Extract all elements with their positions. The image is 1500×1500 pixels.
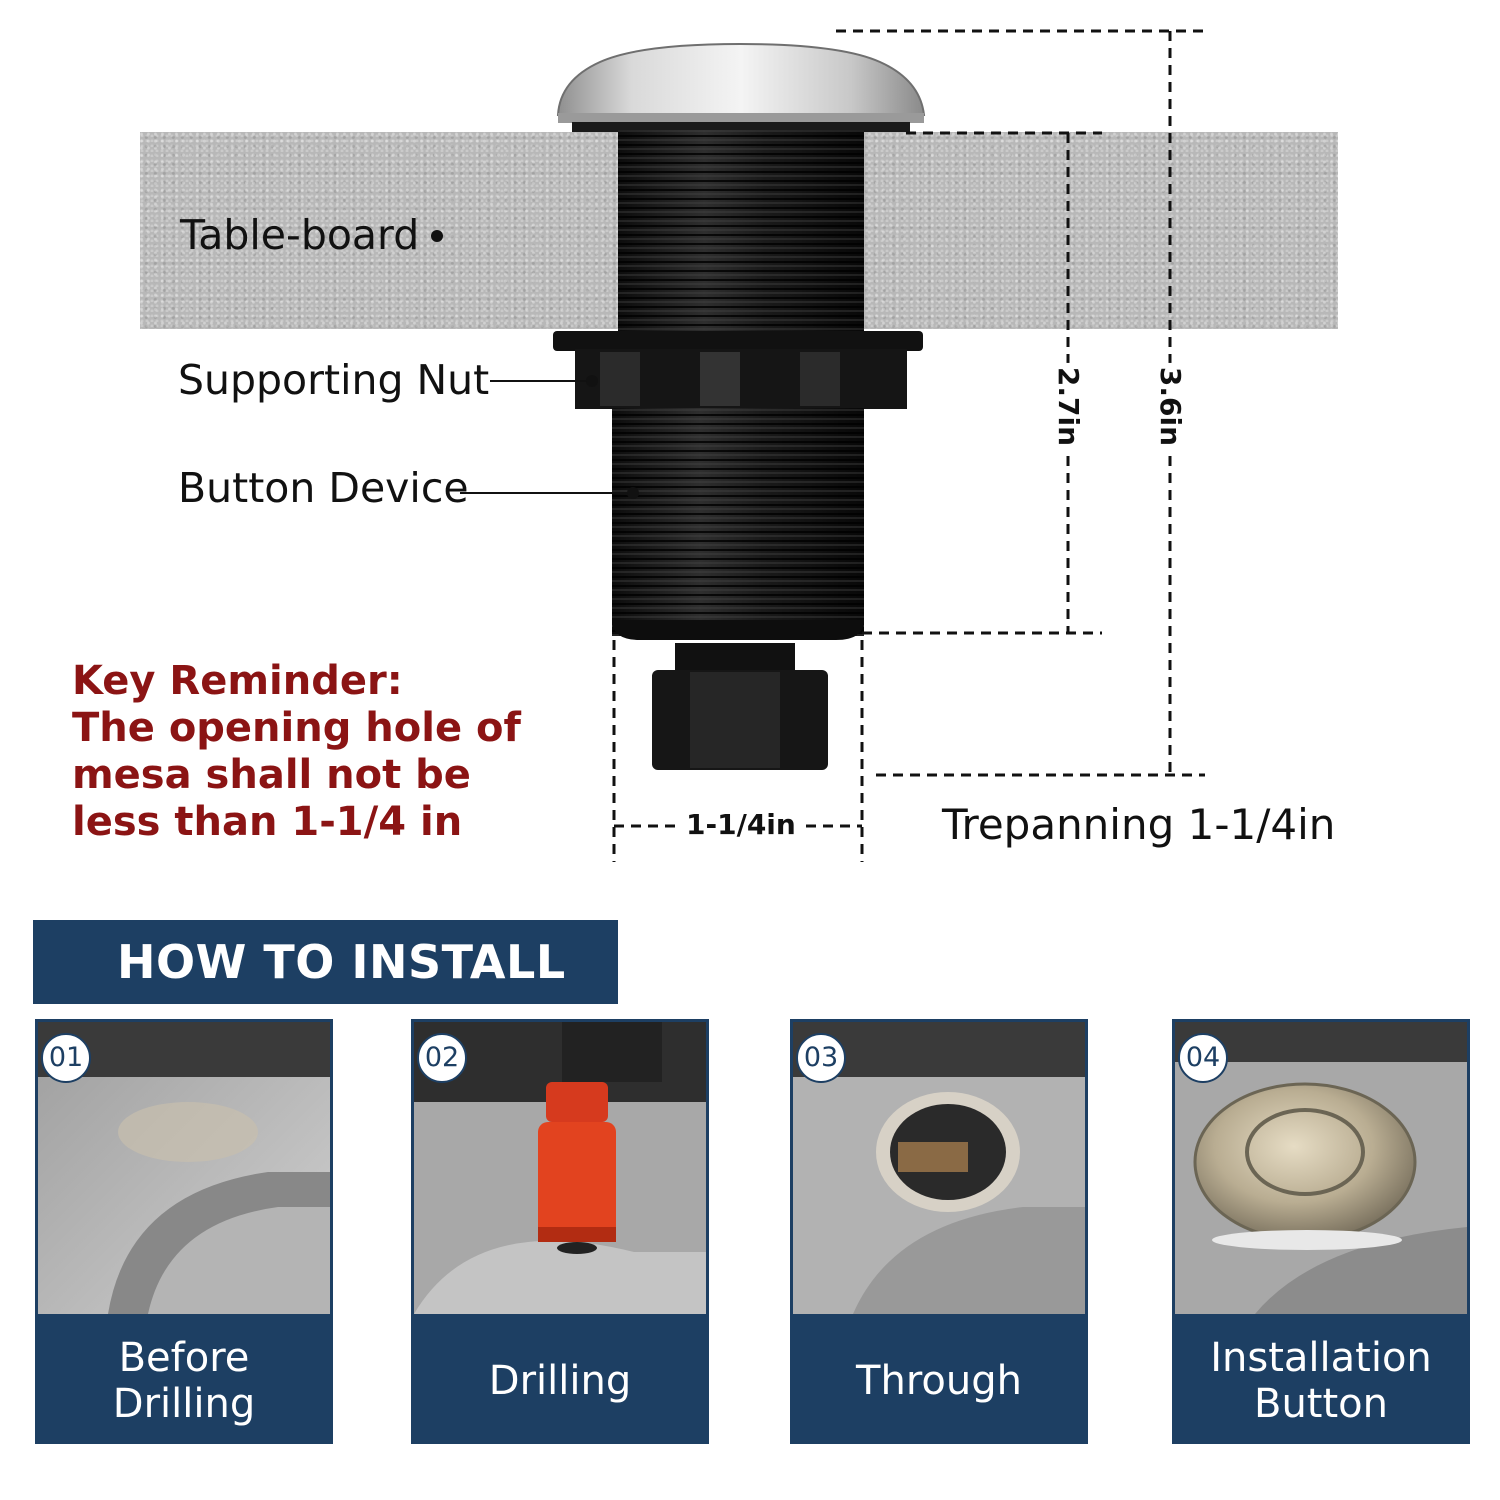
dimension-lines	[612, 29, 1205, 862]
dimension-diameter: 1-1/4in	[680, 808, 802, 841]
button-device-leader	[460, 492, 630, 494]
threaded-shaft-lower	[612, 408, 864, 640]
step-4-caption-line-2: Button	[1254, 1380, 1388, 1427]
step-1-number: 01	[41, 1033, 91, 1083]
reminder-line-3: mesa shall not be	[72, 752, 471, 798]
step-2-caption-line-1: Drilling	[488, 1357, 632, 1404]
step-1-caption-line-1: Before	[118, 1334, 250, 1381]
step-4-number: 04	[1178, 1033, 1228, 1083]
step-card-2: 02 Drilling	[411, 1019, 709, 1444]
chrome-cap	[556, 42, 926, 132]
bottom-fitting	[652, 643, 828, 770]
table-board-label: Table-board	[180, 211, 420, 259]
supporting-nut	[553, 331, 923, 409]
button-device-illustration	[553, 29, 1205, 862]
step-3-number: 03	[796, 1033, 846, 1083]
step-3-caption-line-1: Through	[856, 1357, 1022, 1404]
step-2-caption: Drilling	[411, 1317, 709, 1444]
reminder-line-4: less than 1-1/4 in	[72, 799, 463, 845]
how-to-install-title: HOW TO INSTALL	[117, 935, 566, 989]
button-device-marker	[627, 487, 639, 499]
dimension-2-7in: 2.7in	[1052, 362, 1086, 451]
step-4-caption-line-1: Installation	[1210, 1334, 1432, 1381]
step-1-caption-line-2: Drilling	[112, 1380, 256, 1427]
table-board-marker	[431, 230, 443, 242]
threaded-shaft-upper	[618, 130, 864, 335]
step-card-3: 03 Through	[790, 1019, 1088, 1444]
supporting-nut-leader	[490, 380, 590, 382]
reminder-line-1: Key Reminder:	[72, 658, 403, 704]
step-3-caption: Through	[790, 1317, 1088, 1444]
key-reminder: Key Reminder: The opening hole of mesa s…	[72, 658, 542, 846]
how-to-install-banner: HOW TO INSTALL	[33, 920, 618, 1004]
dimension-3-6in: 3.6in	[1154, 362, 1188, 451]
trepanning-label: Trepanning 1-1/4in	[942, 800, 1336, 849]
supporting-nut-marker	[586, 375, 598, 387]
step-2-number: 02	[417, 1033, 467, 1083]
reminder-line-2: The opening hole of	[72, 705, 521, 751]
supporting-nut-label: Supporting Nut	[178, 356, 490, 404]
button-device-label: Button Device	[178, 464, 469, 512]
